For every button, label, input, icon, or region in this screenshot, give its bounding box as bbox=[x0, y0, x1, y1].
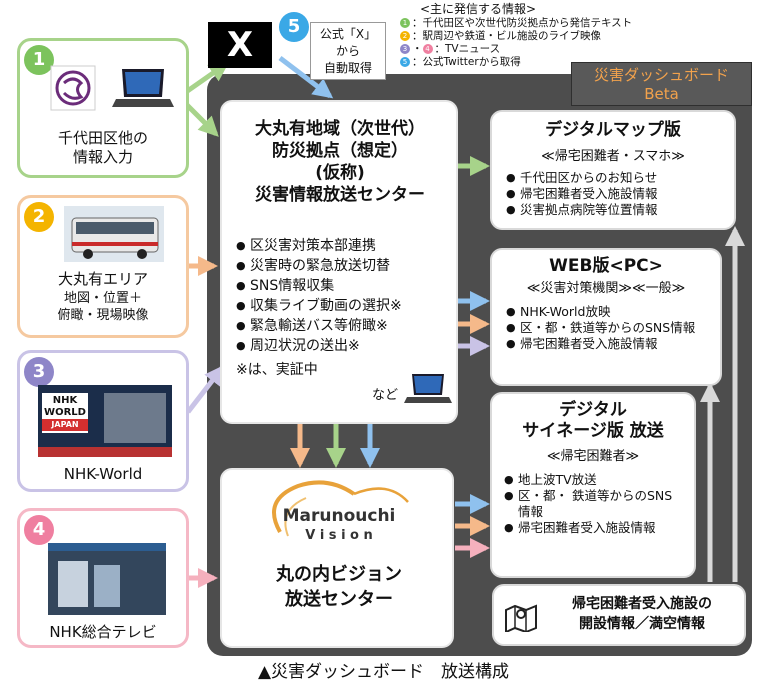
source-label-2: 大丸有エリア bbox=[57, 270, 148, 288]
source-badge-1: 1 bbox=[24, 45, 54, 75]
arrow-x-to-center bbox=[278, 56, 334, 99]
output-map-item: 千代田区からのお知らせ bbox=[506, 170, 734, 186]
vision-logo-text-2: V i s i o n bbox=[305, 528, 373, 543]
legend-dot-1: 1 bbox=[400, 18, 410, 28]
source-sublabel-2: 地図・位置＋ 俯瞰・現場映像 bbox=[57, 291, 149, 323]
vision-logo-text-1: Marunouchi bbox=[282, 506, 396, 526]
center-item: 収集ライブ動画の選択※ bbox=[236, 296, 456, 316]
center-item: 緊急輸送バス等俯瞰※ bbox=[236, 316, 456, 336]
legend-item-2: 2：駅周辺や鉄道・ビル施設のライブ映像 bbox=[400, 30, 640, 43]
nhk-world-map-icon bbox=[104, 393, 166, 443]
source-arrows bbox=[184, 56, 745, 588]
center-item: 区災害対策本部連携 bbox=[236, 236, 456, 256]
x-logo-tile: X bbox=[208, 22, 272, 68]
output-map-sub: ≪帰宅困難者・スマホ≫ bbox=[541, 149, 685, 164]
chiyoda-emblem-icon bbox=[50, 65, 96, 111]
output-map-list: 千代田区からのお知らせ 帰宅困難者受入施設情報 災害拠点病院等位置情報 bbox=[506, 170, 734, 218]
marunouchi-vision-logo-icon bbox=[272, 480, 409, 537]
vision-box: Marunouchi V i s i o n 丸の内ビジョン 放送センター bbox=[220, 468, 454, 648]
output-signage-list: 地上波TV放送 区・都・ 鉄道等からのSNS情報 帰宅困難者受入施設情報 bbox=[504, 472, 680, 536]
output-map-item: 災害拠点病院等位置情報 bbox=[506, 202, 734, 218]
vision-title: 丸の内ビジョン 放送センター bbox=[276, 564, 402, 610]
legend: <主に発信する情報> 1：千代田区や次世代防災拠点から発信テキスト 2：駅周辺や… bbox=[400, 2, 640, 82]
source-badge-2: 2 bbox=[24, 202, 54, 232]
output-signage-item: 地上波TV放送 bbox=[504, 472, 680, 488]
x-logo-icon: X bbox=[226, 25, 254, 65]
arrow-src1-to-x bbox=[184, 61, 230, 95]
map-pin-icon bbox=[505, 604, 537, 632]
source-label-3: NHK-World bbox=[63, 465, 143, 483]
source-badge-3: 3 bbox=[24, 357, 54, 387]
output-web-item: 帰宅困難者受入施設情報 bbox=[506, 336, 716, 352]
source-box-1: 1 千代田区他の 情報入力 bbox=[17, 38, 189, 178]
output-signage: デジタル サイネージ版 放送 ≪帰宅困難者≫ 地上波TV放送 区・都・ 鉄道等か… bbox=[490, 392, 696, 578]
legend-dot-4: 4 bbox=[422, 44, 433, 54]
legend-dot-5: 5 bbox=[400, 57, 410, 67]
legend-title: <主に発信する情報> bbox=[420, 2, 537, 16]
center-item: SNS情報収集 bbox=[236, 276, 456, 296]
dashboard-sub: Beta bbox=[644, 85, 679, 103]
output-web-title: WEB版<PC> bbox=[549, 256, 663, 276]
nhk-tv-bar bbox=[48, 543, 166, 551]
source-label-4: NHK総合テレビ bbox=[49, 623, 157, 641]
legend-item-5: 5：公式Twitterから取得 bbox=[400, 56, 640, 69]
center-list: 区災害対策本部連携 災害時の緊急放送切替 SNS情報収集 収集ライブ動画の選択※… bbox=[236, 236, 456, 356]
legend-dot-2: 2 bbox=[400, 31, 410, 41]
nhk-world-ticker bbox=[38, 447, 172, 457]
nhk-tv-screen bbox=[48, 543, 166, 615]
arrow-src1-to-center bbox=[184, 102, 219, 137]
output-web-item: NHK-World放映 bbox=[506, 304, 716, 320]
center-item: 災害時の緊急放送切替 bbox=[236, 256, 456, 276]
output-web: WEB版<PC> ≪災害対策機関≫≪一般≫ NHK-World放映 区・都・鉄道… bbox=[490, 248, 722, 386]
nhk-tv-anchor-2 bbox=[94, 565, 120, 607]
center-box: 大丸有地域（次世代） 防災拠点（想定） (仮称) 災害情報放送センター 区災害対… bbox=[220, 100, 458, 424]
center-etc: など bbox=[372, 388, 399, 403]
nhk-world-logo: NHK WORLD JAPAN bbox=[42, 393, 88, 433]
output-map-item: 帰宅困難者受入施設情報 bbox=[506, 186, 734, 202]
source-box-3: 3 NHK WORLD JAPAN NHK-World bbox=[17, 350, 189, 492]
output-signage-item: 区・都・ 鉄道等からのSNS情報 bbox=[504, 488, 680, 520]
output-map-title: デジタルマップ版 bbox=[545, 120, 681, 140]
twitter-label: 公式「X」 から 自動取得 bbox=[319, 27, 377, 75]
legend-dot-3: 3 bbox=[400, 44, 410, 54]
facility-box: 帰宅困難者受入施設の 開設情報／満空情報 bbox=[492, 584, 746, 646]
source-label-1: 千代田区他の 情報入力 bbox=[57, 129, 148, 166]
center-title: 大丸有地域（次世代） 防災拠点（想定） (仮称) 災害情報放送センター bbox=[255, 119, 425, 205]
output-map: デジタルマップ版 ≪帰宅困難者・スマホ≫ 千代田区からのお知らせ 帰宅困難者受入… bbox=[490, 110, 736, 230]
nhk-tv-anchor bbox=[58, 561, 88, 607]
twitter-badge: 5 bbox=[279, 12, 309, 42]
arrow-src3-to-center bbox=[186, 364, 225, 414]
source-box-2: 2 大丸有エリア 地図・位置＋ 俯瞰・現場映像 bbox=[17, 195, 189, 338]
output-signage-title: デジタル サイネージ版 放送 bbox=[522, 400, 664, 441]
legend-item-1: 1：千代田区や次世代防災拠点から発信テキスト bbox=[400, 17, 640, 30]
dashboard-badge: 災害ダッシュボード Beta bbox=[571, 62, 752, 106]
twitter-callout: 公式「X」 から 自動取得 bbox=[310, 22, 386, 80]
output-web-item: 区・都・鉄道等からのSNS情報 bbox=[506, 320, 716, 336]
output-signage-sub: ≪帰宅困難者≫ bbox=[546, 449, 640, 464]
facility-text: 帰宅困難者受入施設の 開設情報／満空情報 bbox=[572, 596, 712, 632]
source-box-4: 4 NHK総合テレビ bbox=[17, 508, 189, 648]
output-signage-item: 帰宅困難者受入施設情報 bbox=[504, 520, 680, 536]
legend-item-3: 3・4：TVニュース bbox=[400, 43, 640, 56]
dashboard-title: 災害ダッシュボード bbox=[593, 66, 729, 84]
center-item: 周辺状況の送出※ bbox=[236, 336, 456, 356]
laptop-icon bbox=[112, 69, 174, 107]
nhk-world-screen: NHK WORLD JAPAN bbox=[38, 385, 172, 457]
output-web-list: NHK-World放映 区・都・鉄道等からのSNS情報 帰宅困難者受入施設情報 bbox=[506, 304, 716, 352]
figure-caption: ▲災害ダッシュボード 放送構成 bbox=[257, 662, 510, 682]
output-web-sub: ≪災害対策機関≫≪一般≫ bbox=[526, 281, 686, 296]
center-note: ※は、実証中 bbox=[236, 362, 318, 378]
bus-photo-icon bbox=[64, 206, 164, 262]
center-laptop-icon bbox=[404, 374, 452, 403]
source-badge-4: 4 bbox=[24, 515, 54, 545]
